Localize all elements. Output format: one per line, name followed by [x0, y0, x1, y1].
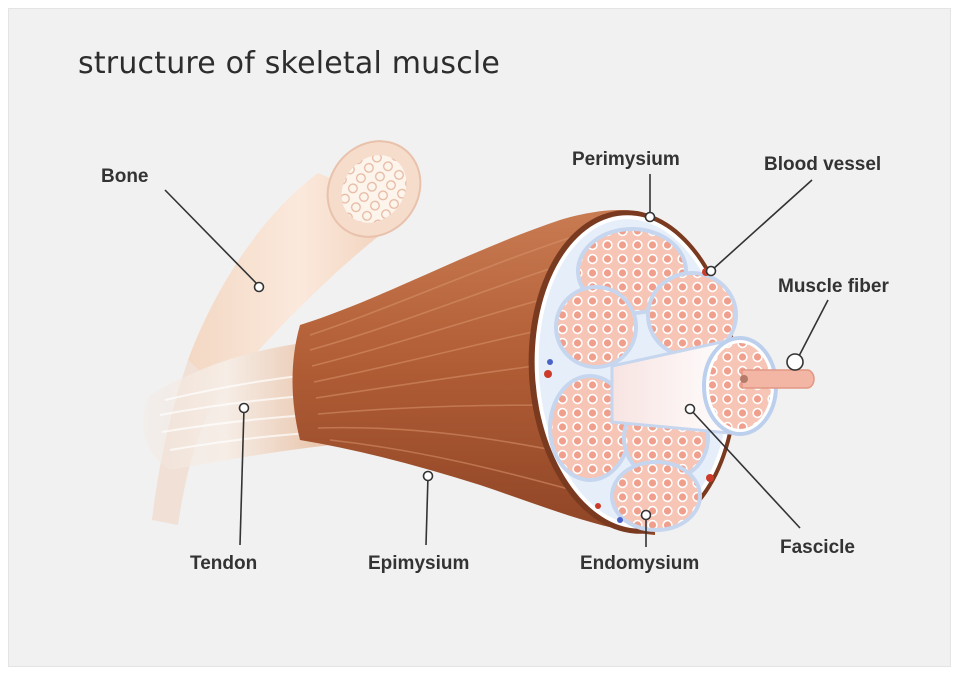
label-blood-vessel: Blood vessel	[764, 154, 881, 176]
fascicle-marker	[686, 405, 695, 414]
epimysium-leader	[426, 476, 428, 545]
label-perimysium: Perimysium	[572, 149, 680, 171]
label-epimysium: Epimysium	[368, 553, 469, 575]
label-tendon: Tendon	[190, 553, 257, 575]
label-muscle-fiber: Muscle fiber	[778, 276, 889, 298]
fascicle-upper-left	[556, 287, 636, 367]
tendon-marker	[240, 404, 249, 413]
epimysium-marker	[424, 472, 433, 481]
fascicle-bottom	[612, 462, 700, 530]
blood-vessel-marker	[707, 267, 716, 276]
blood-vessel-leader	[712, 180, 812, 270]
bone-marker	[255, 283, 264, 292]
muscle-fiber-strand	[740, 370, 814, 388]
muscle-fiber-marker	[787, 354, 803, 370]
muscle-fiber-leader	[799, 300, 828, 356]
label-endomysium: Endomysium	[580, 553, 699, 575]
perimysium-marker	[646, 213, 655, 222]
endomysium-marker	[642, 511, 651, 520]
label-bone: Bone	[101, 166, 149, 188]
bone-leader	[165, 190, 259, 286]
label-fascicle: Fascicle	[780, 537, 855, 559]
